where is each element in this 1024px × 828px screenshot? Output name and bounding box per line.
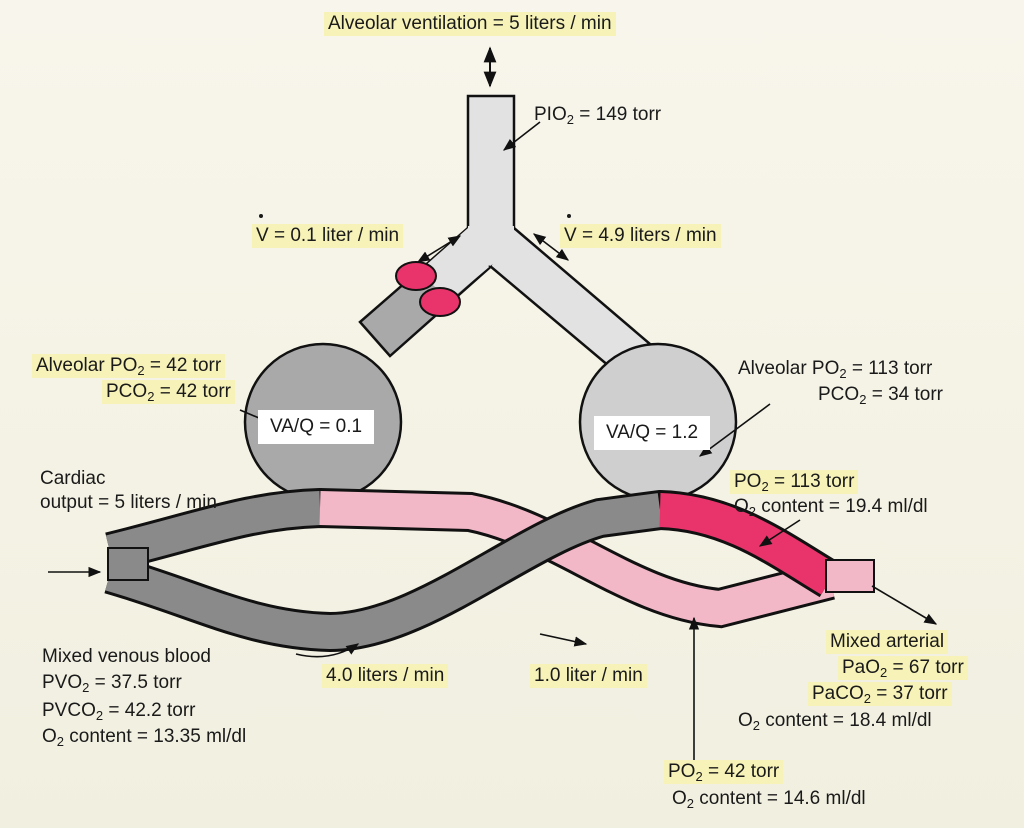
mixed-arterial-paco2: PaCO2 = 37 torr <box>808 682 952 706</box>
pio2-pointer <box>502 121 541 151</box>
right-v-label: V = 4.9 liters / min <box>560 224 721 248</box>
airway-junction <box>468 226 514 266</box>
mixed-venous-pvo2: PVO2 = 37.5 torr <box>42 672 182 695</box>
mixed-venous-o2: O2 content = 13.35 ml/dl <box>42 726 247 749</box>
right-capillary-po2-label: PO2 = 113 torr <box>730 470 859 494</box>
alveolar-ventilation-label: Alveolar ventilation = 5 liters / min <box>324 12 616 36</box>
right-flow-label: 1.0 liter / min <box>530 664 647 688</box>
right-alveolar-pointer <box>698 403 771 457</box>
left-alveolar-pco2-label: PCO2 = 42 torr <box>102 380 235 404</box>
left-capillary-end-po2: PO2 = 42 torr <box>664 760 784 784</box>
cardiac-label-line1: Cardiac <box>40 468 106 489</box>
right-capillary-pointer <box>758 519 801 547</box>
airway-obstruction-lower <box>419 287 461 317</box>
venous-inlet <box>107 547 149 581</box>
arterial-outlet <box>825 559 875 593</box>
right-flow-arrow-airway <box>532 233 570 261</box>
pio2-label: PIO2 = 149 torr <box>534 104 662 127</box>
mixed-arterial-title: Mixed arterial <box>826 630 949 654</box>
mixed-arterial-o2: O2 content = 18.4 ml/dl <box>738 710 932 733</box>
right-alveolar-pco2-label: PCO2 = 34 torr <box>818 384 943 407</box>
v-dot-left <box>259 214 263 218</box>
v-dot-right <box>567 214 571 218</box>
right-vaq-label: VA/Q = 1.2 <box>594 416 711 450</box>
right-alveolar-po2-label: Alveolar PO2 = 113 torr <box>738 358 933 381</box>
trachea <box>466 94 516 234</box>
left-vaq-label: VA/Q = 0.1 <box>258 410 375 444</box>
cardiac-label-line2: output = 5 liters / min <box>40 492 217 513</box>
left-v-label: V = 0.1 liter / min <box>252 224 404 248</box>
left-flow-arrow-airway <box>416 235 462 263</box>
left-capillary-end-o2: O2 content = 14.6 ml/dl <box>672 788 866 811</box>
outflow-arrow <box>871 585 938 625</box>
left-flow-label: 4.0 liters / min <box>322 664 449 688</box>
left-alveolar-po2-label: Alveolar PO2 = 42 torr <box>32 354 226 378</box>
mixed-venous-pvco2: PVCO2 = 42.2 torr <box>42 700 196 723</box>
left-flow-arrow <box>295 643 360 658</box>
right-flow-arrow <box>539 633 588 647</box>
right-capillary-o2-label: O2 content = 19.4 ml/dl <box>734 496 928 519</box>
airway-obstruction-upper <box>395 261 437 291</box>
mixed-arterial-pao2: PaO2 = 67 torr <box>838 656 968 680</box>
mixed-venous-title: Mixed venous blood <box>42 646 211 667</box>
